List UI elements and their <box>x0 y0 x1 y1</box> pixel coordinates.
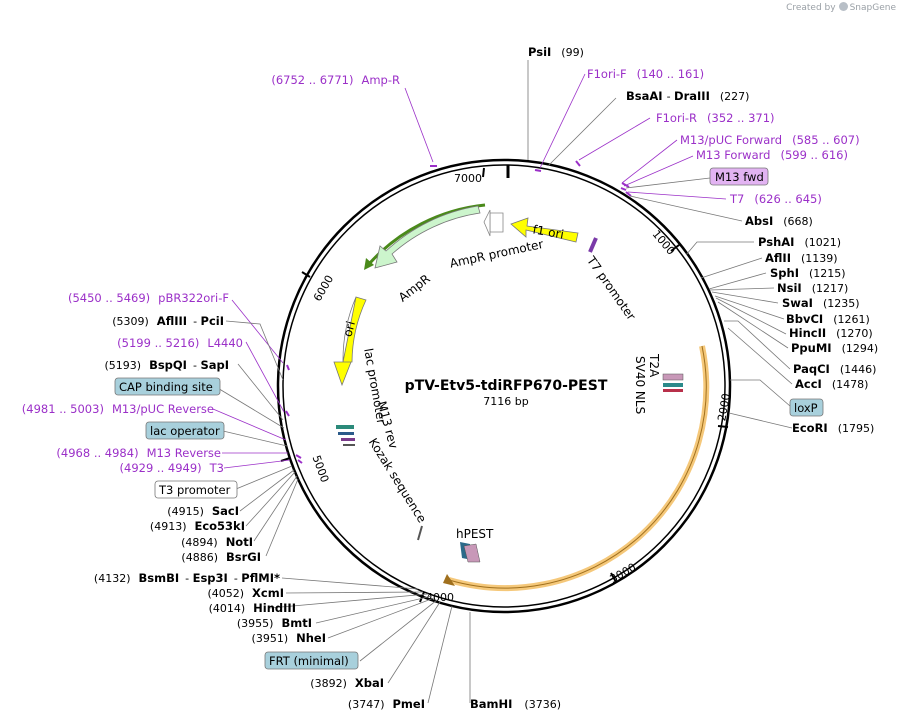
ampr-arrow <box>374 205 481 269</box>
label-xbai: (3892)XbaI <box>310 676 384 690</box>
label-saci: (4915)SacI <box>167 504 239 518</box>
label-bamhi: BamHI(3736) <box>470 697 561 711</box>
kozak-label: Kozak sequence <box>366 436 429 526</box>
loxp-box <box>789 398 824 417</box>
t3-promoter-box <box>154 480 238 499</box>
label-t7: T7(626 .. 645) <box>729 192 822 206</box>
ampr-label: AmpR <box>396 272 433 305</box>
label-l4440: (5199 .. 5216)L4440 <box>117 336 243 350</box>
label-acci: AccI(1478) <box>795 377 868 391</box>
label-ecori: EcoRI(1795) <box>792 421 874 435</box>
label-m13-puc-forward: M13/pUC Forward(585 .. 607) <box>680 133 860 147</box>
label-nsii: NsiI(1217) <box>777 281 848 295</box>
label-afliii: (5309)AflIII- PciI <box>112 314 224 328</box>
label-bmti: (3955)BmtI <box>237 616 312 630</box>
hpest-markers <box>460 542 481 563</box>
kozak-marker <box>417 525 423 541</box>
label-eco53ki: (4913)Eco53kI <box>150 519 245 533</box>
label-m13-puc-reverse: (4981 .. 5003)M13/pUC Reverse <box>22 402 214 416</box>
ampr-green-arrowhead <box>364 258 374 270</box>
lac-operator-box <box>145 421 225 440</box>
label-ppumi: PpuMI(1294) <box>791 341 878 355</box>
label-m13-reverse: (4968 .. 4984)M13 Reverse <box>56 446 221 460</box>
tick-label-3000: 3000 <box>608 561 639 586</box>
label-psii: PsiI(99) <box>528 45 584 59</box>
label-bspqi: (5193)BspQI- SapI <box>104 358 229 372</box>
t2a-markers <box>662 373 684 392</box>
credit-prefix: Created by <box>786 3 836 13</box>
label-m13-forward: M13 Forward(599 .. 616) <box>696 148 848 162</box>
label-bsrgi: (4886)BsrGI <box>181 550 261 564</box>
plasmid-name: pTV-Etv5-tdiRFP670-PEST <box>405 378 608 394</box>
credit: Created by SnapGene <box>786 2 896 13</box>
tick-label-5000: 5000 <box>310 454 332 485</box>
label-f1ori-f: F1ori-F(140 .. 161) <box>587 67 704 81</box>
tick-label-7000: 7000 <box>454 172 482 185</box>
left-feature-markers <box>336 425 355 446</box>
plasmid-length: 7116 bp <box>483 395 528 408</box>
sv40-nls-label: SV40 NLS <box>633 356 647 414</box>
backbone-outer <box>276 158 732 614</box>
backbone-inner <box>282 164 726 608</box>
frt-box <box>264 651 359 670</box>
primer-markers <box>285 160 632 464</box>
label-paqci: PaqCI(1446) <box>793 362 876 376</box>
tick-label-2000: 2000 <box>715 392 733 422</box>
left-labels: (6752 .. 6771)Amp-R (5450 .. 5469)pBR322… <box>22 73 425 711</box>
label-xcmi: (4052)XcmI <box>207 586 284 600</box>
label-t3-promoter: T3 promoter <box>158 483 231 497</box>
cds-orange-arc-inner <box>448 345 707 589</box>
ampr-promoter-label: AmpR promoter <box>448 237 544 271</box>
label-f1ori-r: F1ori-R(352 .. 371) <box>656 111 775 125</box>
label-loxp: loxP <box>794 401 818 415</box>
label-t3: (4929 .. 4949)T3 <box>120 461 224 475</box>
label-m13-fwd: M13 fwd <box>715 170 764 184</box>
label-hincii: HincII(1270) <box>789 326 873 340</box>
ori-arrow <box>333 296 367 387</box>
label-bsmbi: (4132)BsmBI- Esp3I- PflMI* <box>94 571 280 585</box>
right-labels: PsiI(99) F1ori-F(140 .. 161) BsaAI- DraI… <box>470 45 878 711</box>
ori-label: ori <box>340 320 358 339</box>
t7-promoter-label: T7 promoter <box>584 253 639 323</box>
label-sphi: SphI(1215) <box>770 266 846 280</box>
label-pshai: PshAI(1021) <box>758 235 841 249</box>
tick-label-1000: 1000 <box>650 228 678 258</box>
label-frt-minimal: FRT (minimal) <box>269 654 349 668</box>
ampr-promoter-arrowhead <box>483 209 491 237</box>
label-lac-operator: lac operator <box>150 424 220 438</box>
label-pmei: (3747)PmeI <box>348 697 425 711</box>
label-aflii: AflII(1139) <box>765 251 838 265</box>
credit-brand: SnapGene <box>849 3 896 13</box>
right-leaders <box>469 60 793 703</box>
hpest-label: hPEST <box>456 527 494 541</box>
left-leaders <box>212 87 453 704</box>
snapgene-logo-icon <box>838 2 848 11</box>
f1-ori-arrow <box>510 217 579 243</box>
ampr-promoter-arrow <box>489 212 504 233</box>
f1-ori-label: f1 ori <box>532 222 565 241</box>
tick-marks <box>280 167 729 603</box>
label-cap-binding-site: CAP binding site <box>119 380 213 394</box>
t7-promoter-marker <box>588 237 598 253</box>
tick-label-4000: 4000 <box>426 591 454 604</box>
m13-fwd-box <box>709 167 769 186</box>
label-noti: (4894)NotI <box>181 535 253 549</box>
label-hindiii: (4014)HindIII <box>209 601 296 615</box>
label-bbvci: BbvCI(1261) <box>786 312 870 326</box>
cap-binding-box <box>114 377 221 396</box>
cds-orange-arrowhead <box>443 574 455 586</box>
label-amp-r: (6752 .. 6771)Amp-R <box>271 73 400 87</box>
tick-label-6000: 6000 <box>311 273 336 304</box>
label-swai: SwaI(1235) <box>782 296 860 310</box>
label-absi: AbsI(668) <box>745 214 813 228</box>
label-pbr322ori-f: (5450 .. 5469)pBR322ori-F <box>68 291 229 305</box>
label-nhei: (3951)NheI <box>252 631 326 645</box>
t2a-label: T2A <box>647 353 661 378</box>
label-bsaai: BsaAI- DraIII(227) <box>626 89 749 103</box>
